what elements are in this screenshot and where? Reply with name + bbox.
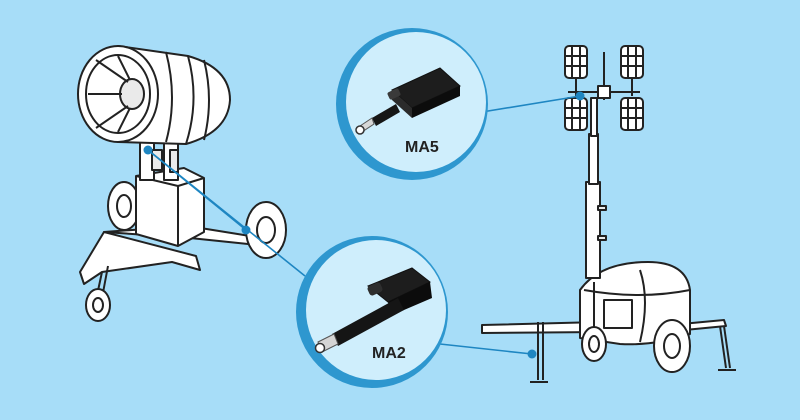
callout-ma5: MA5 xyxy=(336,28,488,180)
callout-ma5-label: MA5 xyxy=(405,139,439,156)
callout-ma2: MA2 xyxy=(296,236,448,388)
light-tower-front-wheel xyxy=(653,319,691,373)
cannon-jockey-wheel xyxy=(85,288,111,322)
anchor-dot-fog-cannon xyxy=(143,145,153,155)
cannon-barrel xyxy=(77,45,231,145)
cannon-base-box xyxy=(135,167,205,247)
light-tower-trailer xyxy=(481,45,736,383)
cannon-right-wheel xyxy=(245,201,287,259)
anchor-dot-cannon-frame xyxy=(241,225,251,235)
light-tower-rear-wheel xyxy=(581,326,607,362)
leader-lines xyxy=(147,95,581,355)
lamp-bottom-right xyxy=(620,97,644,131)
anchor-dot-outrigger-jack xyxy=(527,349,537,359)
callout-ma2-label: MA2 xyxy=(372,345,406,362)
lamp-top-left xyxy=(564,45,588,79)
leader-ma2-to-jack xyxy=(439,343,533,355)
cannon-left-wheel xyxy=(107,181,141,231)
actuator-ma5-icon xyxy=(355,67,461,135)
anchor-dot-mast-head xyxy=(575,91,585,101)
actuator-ma2-icon xyxy=(314,267,432,354)
leader-ma5-to-mast xyxy=(481,95,581,113)
leader-fog-cannon-branch xyxy=(147,149,247,231)
lamp-bottom-left xyxy=(564,97,588,131)
leader-dots xyxy=(143,91,585,359)
lamp-top-right xyxy=(620,45,644,79)
